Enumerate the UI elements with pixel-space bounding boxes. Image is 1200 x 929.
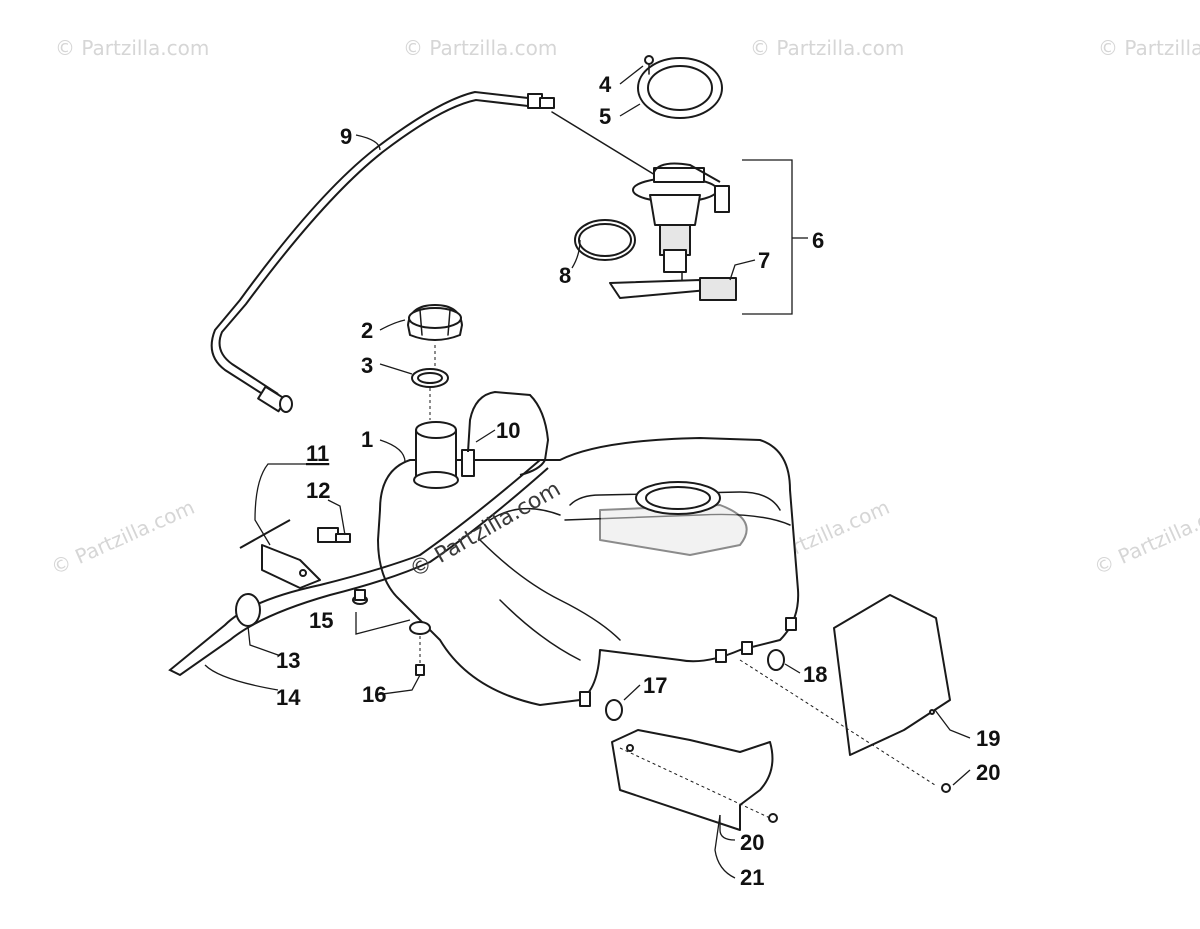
callout-3: 3 — [361, 353, 373, 378]
watermark: © Partzilla.com — [750, 36, 904, 60]
callout-21: 21 — [740, 865, 764, 890]
grommet-fastener — [352, 589, 411, 635]
callout-17: 17 — [643, 673, 667, 698]
callout-12: 12 — [306, 478, 330, 503]
callout-20: 20 — [976, 760, 1000, 785]
callout-5: 5 — [599, 104, 611, 129]
fuel-cap — [407, 304, 463, 420]
watermark: © Partzilla.com — [47, 495, 198, 580]
callout-16: 16 — [362, 682, 386, 707]
callouts: 1 2 3 4 5 6 7 8 9 10 11 12 13 14 15 16 1… — [276, 72, 1000, 890]
callout-9: 9 — [340, 124, 352, 149]
leader-lines — [204, 65, 971, 879]
watermark: © Partzilla.com — [55, 36, 209, 60]
callout-15: 15 — [309, 608, 333, 633]
callout-11: 11 — [306, 441, 329, 466]
callout-7: 7 — [758, 248, 770, 273]
callout-14: 14 — [276, 685, 301, 710]
callout-18: 18 — [803, 662, 827, 687]
watermark: © Partzilla.com — [1098, 36, 1200, 60]
heat-shield-left — [611, 729, 774, 831]
vent-hose — [210, 90, 555, 413]
callout-19: 19 — [976, 726, 1000, 751]
rollover-valve — [261, 527, 351, 589]
watermark: © Partzilla.com — [403, 36, 557, 60]
fuel-pump-assembly — [574, 55, 808, 315]
callout-10: 10 — [496, 418, 520, 443]
callout-6: 6 — [812, 228, 824, 253]
callout-20: 20 — [740, 830, 764, 855]
watermark: © Partzilla.com — [1090, 495, 1200, 580]
heat-shield-right — [739, 594, 951, 786]
callout-2: 2 — [361, 318, 373, 343]
callout-13: 13 — [276, 648, 300, 673]
callout-1: 1 — [361, 427, 373, 452]
fuel-tank — [377, 421, 800, 707]
callout-4: 4 — [599, 72, 612, 97]
callout-8: 8 — [559, 263, 571, 288]
